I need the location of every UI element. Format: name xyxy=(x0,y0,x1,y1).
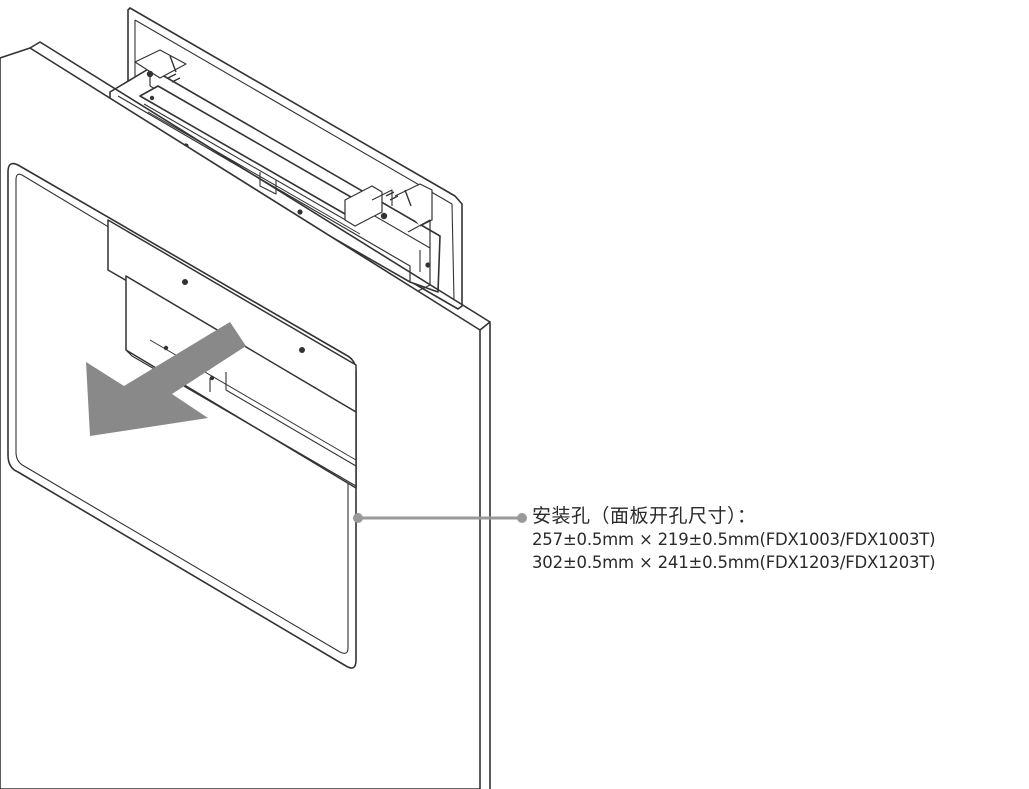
leader-dot-end xyxy=(517,513,527,523)
opening-interior xyxy=(107,219,357,489)
callout-leader xyxy=(353,513,527,523)
panel-edge-thickness xyxy=(479,321,491,789)
leader-dot-start xyxy=(353,513,363,523)
device-screws xyxy=(146,70,431,268)
device-bezel-inner xyxy=(134,19,455,301)
dimension-fdx1003: 257±0.5mm × 219±0.5mm(FDX1003/FDX1003T) xyxy=(532,530,936,549)
cutout-dimension-callout: 安装孔（面板开孔尺寸）： 257±0.5mm × 219±0.5mm(FDX10… xyxy=(532,505,936,574)
opening-screws xyxy=(163,279,305,381)
dimension-fdx1203: 302±0.5mm × 241±0.5mm(FDX1203/FDX1203T) xyxy=(532,553,936,572)
cutout-title: 安装孔（面板开孔尺寸）： xyxy=(532,505,757,527)
device-tick-marks xyxy=(167,55,412,207)
insertion-direction-arrow xyxy=(86,322,246,436)
device-unit xyxy=(109,7,463,310)
